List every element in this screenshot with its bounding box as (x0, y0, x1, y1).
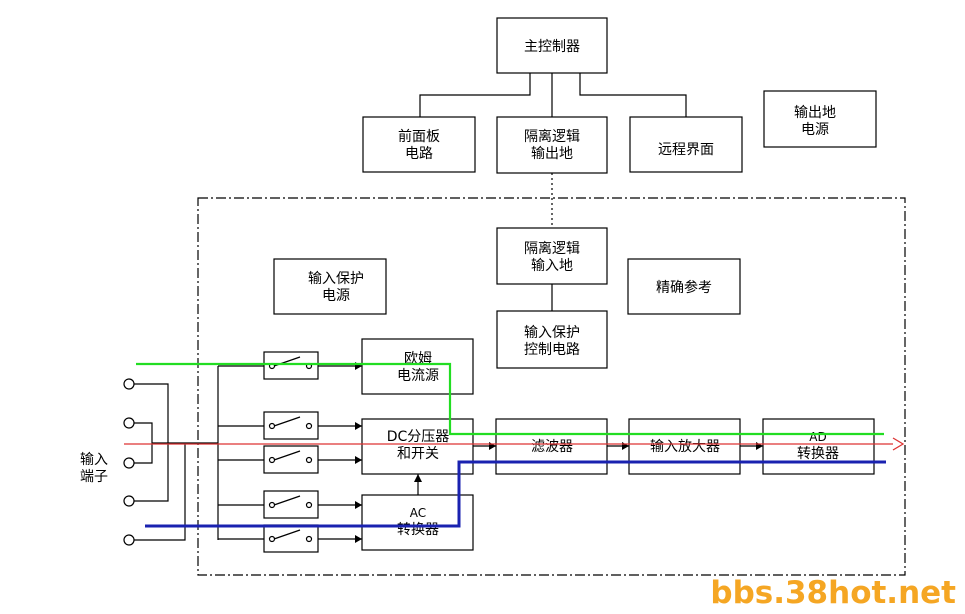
watermark-text: bbs.38hot.net (710, 575, 956, 609)
input-protect-power-label: 输入保护电源 (308, 271, 364, 304)
switches (263, 351, 319, 553)
input-section-enclosure (197, 197, 906, 576)
input-terminals (123, 378, 135, 546)
switch-bus (218, 365, 419, 540)
red-path-arrow (892, 437, 905, 451)
front-panel-label: 前面板电路 (398, 128, 440, 162)
input-protect-power-block (273, 258, 387, 315)
main-controller-block (496, 17, 608, 74)
dc-divider-label: DC分压器和开关 (387, 429, 450, 462)
iso-logic-output-label: 隔离逻辑输出地 (524, 128, 580, 162)
switch-3 (263, 445, 319, 474)
switch-4 (263, 490, 319, 519)
ac-converter-block (361, 494, 474, 551)
main-controller-label: 主控制器 (524, 39, 580, 55)
input-protect-ctrl-block (496, 310, 608, 369)
terminal-label: 输入端子 (80, 452, 108, 485)
front-panel-block (362, 116, 476, 173)
ad-converter-block (762, 418, 875, 475)
switch-1 (263, 351, 319, 380)
iso-logic-output-block (496, 116, 608, 174)
remote-interface-label: 远程界面 (658, 142, 714, 158)
green-signal-path (136, 362, 884, 436)
iso-logic-input-block (496, 227, 608, 285)
iso-logic-input-label: 隔离逻辑输入地 (524, 240, 580, 274)
input-protect-ctrl-label: 输入保护控制电路 (524, 325, 580, 358)
switch-5 (263, 524, 319, 553)
ohm-current-block (361, 338, 474, 395)
filter-block (495, 418, 608, 475)
switch-2 (263, 411, 319, 440)
output-ground-power-block (763, 90, 877, 148)
precision-ref-block (627, 258, 741, 315)
input-amp-block (628, 418, 741, 475)
precision-ref-label: 精确参考 (656, 279, 712, 296)
filter-label: 滤波器 (531, 439, 573, 455)
controller-connectors (419, 73, 687, 117)
input-amp-label: 输入放大器 (650, 439, 720, 455)
terminal-wiring (134, 366, 219, 541)
blue-signal-path (145, 460, 886, 528)
output-ground-power-label: 输出地电源 (794, 105, 836, 138)
remote-interface-block (629, 116, 743, 173)
